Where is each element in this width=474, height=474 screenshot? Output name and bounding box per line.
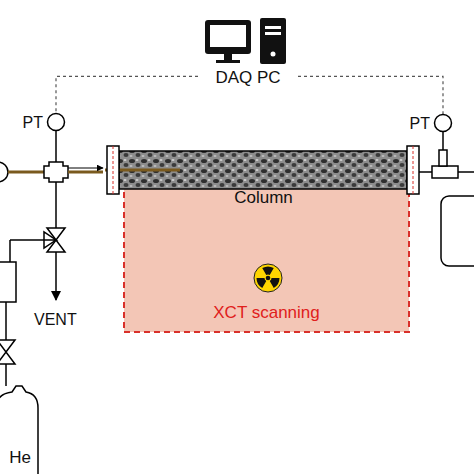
gauge-circle xyxy=(435,115,452,132)
pressure-transducer: PT xyxy=(47,113,65,131)
pipe xyxy=(55,182,57,228)
tower xyxy=(260,18,286,64)
valve-port xyxy=(44,232,56,248)
cylinder-outline xyxy=(0,386,38,474)
flange-seal xyxy=(113,146,114,194)
signal-line xyxy=(298,76,443,114)
pipe xyxy=(5,364,7,386)
gas-cylinder: He xyxy=(0,386,40,474)
inlet-gauge xyxy=(0,162,8,182)
radiation-disc xyxy=(254,264,282,292)
pressure-transducer-shape xyxy=(434,114,452,132)
probe-line xyxy=(68,171,103,174)
node-label: XCT scanning xyxy=(123,303,410,323)
pressure-transducer: PT xyxy=(434,114,452,132)
pipe xyxy=(9,240,11,262)
monitor-base xyxy=(216,60,240,63)
regulator xyxy=(0,262,16,302)
probe-line xyxy=(8,171,46,174)
drive-slot xyxy=(265,26,281,29)
node-label: PT xyxy=(13,114,43,132)
node-label: DAQ PC xyxy=(198,68,298,88)
tee-fitting xyxy=(432,166,458,178)
radiation-blade xyxy=(262,267,274,275)
power-button xyxy=(271,52,276,57)
radiation-blade xyxy=(270,278,280,288)
pt-stem xyxy=(55,131,57,162)
flow-arrow xyxy=(68,168,103,169)
flange xyxy=(107,146,119,194)
drive-slot xyxy=(265,32,281,35)
pt-stem xyxy=(439,150,447,166)
xct-region: ColumnXCT scanning xyxy=(123,165,410,333)
pt-stem xyxy=(442,132,444,150)
node-label: PT xyxy=(400,115,430,133)
column-node: Column xyxy=(105,148,422,228)
radiation-symbol xyxy=(254,264,282,292)
cylinder-valve xyxy=(0,340,15,364)
monitor xyxy=(205,20,251,54)
pipe xyxy=(10,239,44,241)
computer-node: DAQ PC xyxy=(198,14,298,90)
node-label: Column xyxy=(105,188,422,208)
node-label: He xyxy=(2,448,38,468)
outlet-device xyxy=(441,196,474,266)
gauge-circle xyxy=(48,114,65,131)
radiation-blade xyxy=(257,278,267,288)
monitor-stand xyxy=(224,54,232,60)
vent-arrow xyxy=(55,252,57,300)
flange xyxy=(407,146,419,194)
flange-seal xyxy=(413,146,414,194)
radiation-core xyxy=(266,276,271,281)
signal-line xyxy=(56,76,198,113)
screen xyxy=(210,25,246,47)
cross-fitting xyxy=(44,162,68,182)
vent-label: VENT xyxy=(34,311,77,329)
pressure-transducer-shape xyxy=(47,113,65,131)
pipe xyxy=(5,302,7,340)
